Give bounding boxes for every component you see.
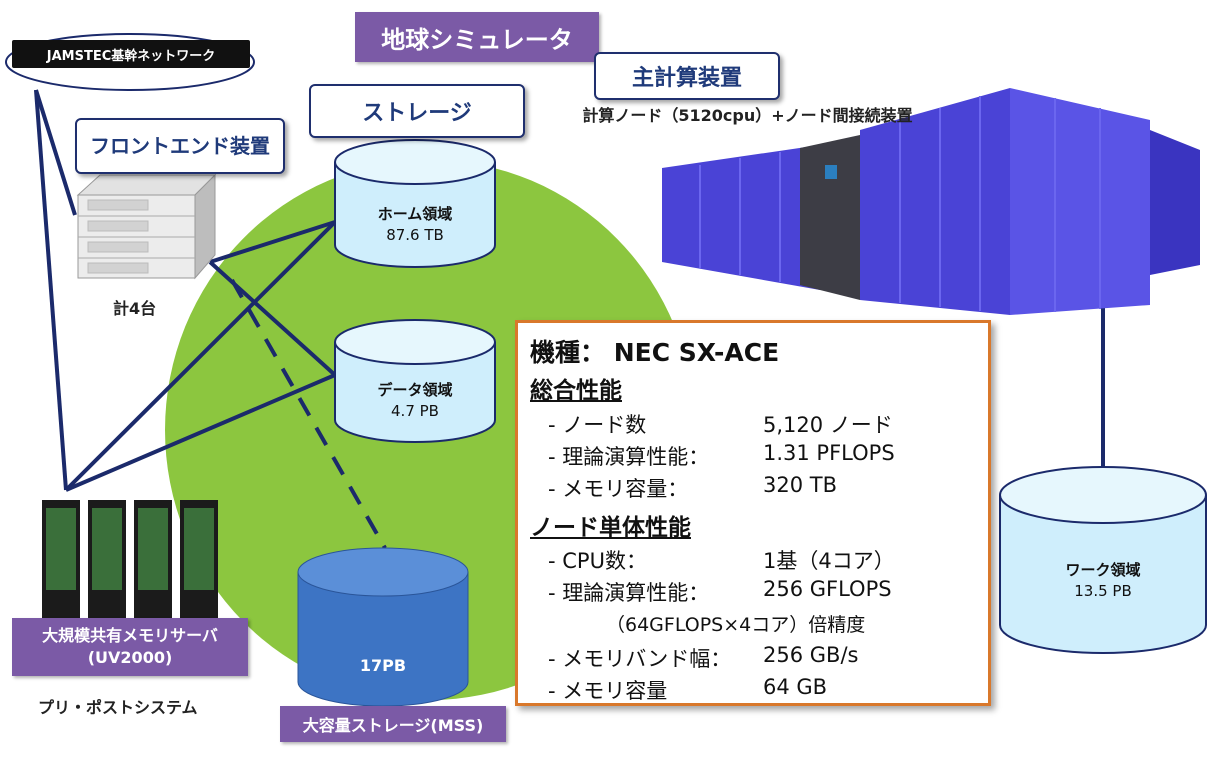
spec-node-note: （64GFLOPS×4コア）倍精度 <box>606 614 866 636</box>
main-unit-caption: 計算ノード（5120cpu）+ノード間接続装置 <box>582 106 913 125</box>
spec-total-key: - メモリ容量： <box>548 477 689 501</box>
prepost-system-label: プリ・ポストシステム <box>38 698 198 717</box>
spec-node-value: 256 GB/s <box>763 643 859 667</box>
work-storage-name: ワーク領域 <box>1065 561 1141 579</box>
spec-node-key: - 理論演算性能： <box>548 581 710 605</box>
spec-panel: 機種： NEC SX-ACE 総合性能 - ノード数 5,120 ノード - 理… <box>515 320 991 706</box>
mss-label: 大容量ストレージ(MSS) <box>280 706 506 742</box>
home-storage-size: 87.6 TB <box>386 226 444 244</box>
storage-label: ストレージ <box>309 84 525 138</box>
frontend-count: 計4台 <box>113 299 157 318</box>
spec-total-key: - ノード数 <box>548 413 647 437</box>
uv2000-server-racks <box>42 500 218 618</box>
spec-node-key: - CPU数： <box>548 549 647 573</box>
spec-total-key: - 理論演算性能： <box>548 445 710 469</box>
home-storage-name: ホーム領域 <box>377 205 453 223</box>
work-storage-size: 13.5 PB <box>1074 582 1132 600</box>
sx-ace-racks <box>662 88 1200 315</box>
frontend-label: フロントエンド装置 <box>75 118 285 174</box>
uv2000-label-line2: (UV2000) <box>87 648 173 667</box>
spec-node-heading: ノード単体性能 <box>530 515 691 541</box>
uv2000-label: 大規模共有メモリサーバ (UV2000) <box>12 618 248 676</box>
work-storage-text: ワーク領域 13.5 PB <box>1000 560 1206 602</box>
main-unit-label: 主計算装置 <box>594 52 780 100</box>
spec-total-value: 5,120 ノード <box>763 413 893 437</box>
home-storage-cylinder <box>334 139 496 268</box>
mss-size: 17PB <box>359 656 407 675</box>
mss-cylinder <box>297 547 469 707</box>
home-storage-text: ホーム領域 87.6 TB <box>335 204 495 246</box>
uv2000-label-line1: 大規模共有メモリサーバ <box>42 626 218 645</box>
spec-node-value: 1基（4コア） <box>763 549 895 573</box>
spec-node-value: 64 GB <box>763 675 828 699</box>
data-storage-cylinder <box>334 319 496 443</box>
spec-node-value: 256 GFLOPS <box>763 577 892 601</box>
spec-total-value: 1.31 PFLOPS <box>763 441 895 465</box>
spec-model: 機種： NEC SX-ACE <box>530 338 780 367</box>
frontend-server-icon <box>76 173 217 280</box>
spec-node-key: - メモリバンド幅： <box>548 647 732 671</box>
mss-dashed-link <box>230 279 387 549</box>
spec-total-heading: 総合性能 <box>530 378 622 404</box>
work-storage-cylinder <box>999 466 1207 654</box>
title-label: 地球シミュレータ <box>355 12 599 62</box>
network-label: JAMSTEC基幹ネットワーク <box>12 40 250 68</box>
spec-total-value: 320 TB <box>763 473 837 497</box>
spec-node-key: - メモリ容量 <box>548 679 668 703</box>
data-storage-text: データ領域 4.7 PB <box>335 380 495 422</box>
data-storage-size: 4.7 PB <box>391 402 439 420</box>
data-storage-name: データ領域 <box>377 381 453 399</box>
